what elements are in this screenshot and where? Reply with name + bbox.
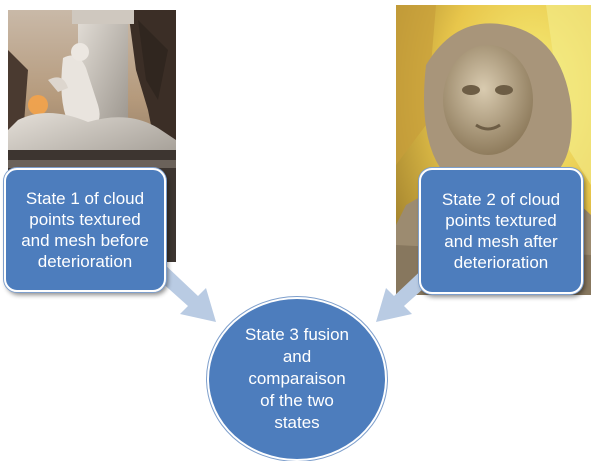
state-3-node: State 3 fusion and comparaison of the tw… (207, 297, 387, 461)
state-2-label: State 2 of cloud points textured and mes… (441, 190, 561, 272)
state-1-node: State 1 of cloud points textured and mes… (4, 168, 166, 292)
arrow-left-to-center (150, 262, 216, 322)
state-1-label: State 1 of cloud points textured and mes… (21, 189, 149, 271)
state-3-label: State 3 fusion and comparaison of the tw… (245, 325, 349, 432)
state-2-node: State 2 of cloud points textured and mes… (419, 168, 583, 294)
